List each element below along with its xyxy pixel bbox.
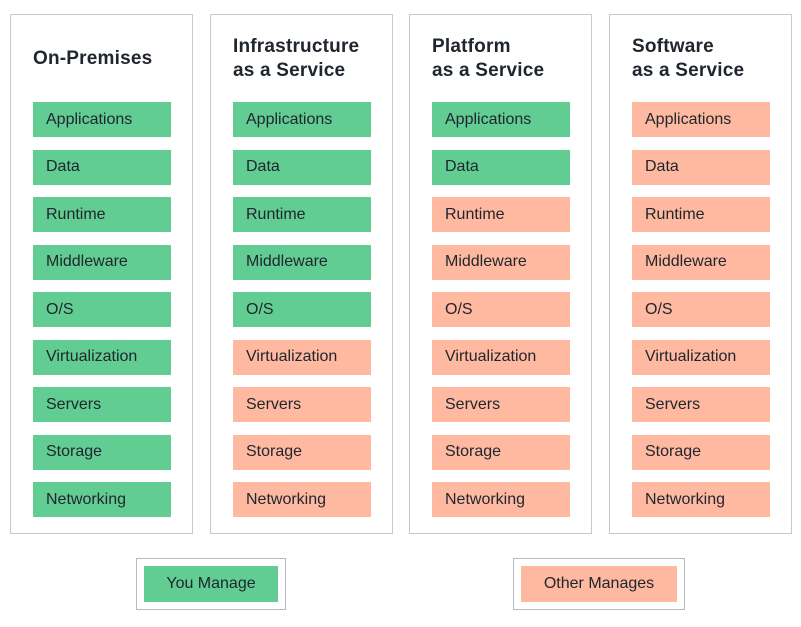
layer-box: Data xyxy=(233,149,371,185)
layer-box: O/S xyxy=(233,292,371,327)
layer-box: O/S xyxy=(632,292,770,327)
legend-other-manages-chip: Other Manages xyxy=(521,566,677,602)
layer-box: Networking xyxy=(33,482,171,517)
layer-box: Middleware xyxy=(632,244,770,280)
column-on-premises: On-Premises Applications Data Runtime Mi… xyxy=(10,14,193,534)
column-title: Software as a Service xyxy=(632,35,745,81)
layer-box: Applications xyxy=(33,102,171,137)
layer-box: Middleware xyxy=(33,244,171,280)
legend-you-manage-chip: You Manage xyxy=(144,566,278,602)
layer-box: Data xyxy=(432,149,570,185)
layer-box: Virtualization xyxy=(632,339,770,375)
layer-box: Applications xyxy=(632,102,770,137)
layer-box: Runtime xyxy=(632,197,770,232)
legend-you-manage: You Manage xyxy=(136,558,286,610)
layer-box: Runtime xyxy=(432,197,570,232)
column-saas: Software as a Service Applications Data … xyxy=(609,14,792,534)
layer-box: Storage xyxy=(233,434,371,470)
layer-box: Middleware xyxy=(233,244,371,280)
column-iaas: Infrastructure as a Service Applications… xyxy=(210,14,393,534)
layer-box: Networking xyxy=(432,482,570,517)
layer-box: Data xyxy=(33,149,171,185)
layer-box: Middleware xyxy=(432,244,570,280)
layer-box: Storage xyxy=(33,434,171,470)
column-title: Infrastructure as a Service xyxy=(233,35,360,81)
column-paas: Platform as a Service Applications Data … xyxy=(409,14,592,534)
layer-box: Storage xyxy=(632,434,770,470)
layer-box: Storage xyxy=(432,434,570,470)
layer-box: Virtualization xyxy=(233,339,371,375)
layer-box: Networking xyxy=(632,482,770,517)
layer-box: Runtime xyxy=(233,197,371,232)
layer-box: Networking xyxy=(233,482,371,517)
layer-box: O/S xyxy=(432,292,570,327)
layer-box: Servers xyxy=(632,387,770,422)
layer-box: Runtime xyxy=(33,197,171,232)
column-title: On-Premises xyxy=(33,47,153,69)
layer-box: Servers xyxy=(33,387,171,422)
layer-box: Virtualization xyxy=(432,339,570,375)
layer-box: Applications xyxy=(432,102,570,137)
layer-box: Servers xyxy=(432,387,570,422)
layer-box: Virtualization xyxy=(33,339,171,375)
layer-box: Applications xyxy=(233,102,371,137)
layer-box: Data xyxy=(632,149,770,185)
layer-box: Servers xyxy=(233,387,371,422)
legend-other-manages: Other Manages xyxy=(513,558,685,610)
layer-box: O/S xyxy=(33,292,171,327)
column-title: Platform as a Service xyxy=(432,35,545,81)
